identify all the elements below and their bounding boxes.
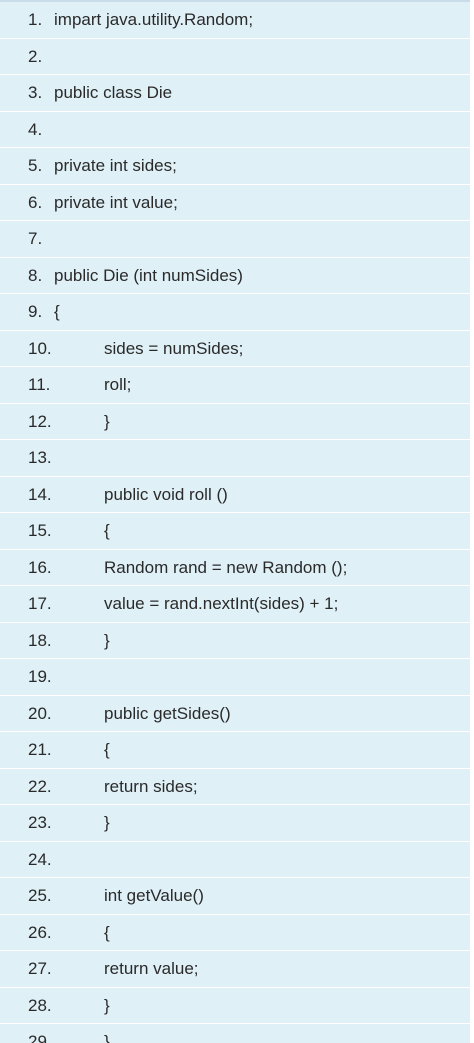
- code-line: 3. public class Die: [0, 75, 470, 112]
- code-line: 5. private int sides;: [0, 148, 470, 185]
- code-line: 20. public getSides(): [0, 696, 470, 732]
- code-text: public void roll (): [104, 484, 228, 504]
- line-number: 24.: [28, 849, 52, 869]
- code-text: Random rand = new Random ();: [104, 557, 348, 577]
- code-line: 7.: [0, 221, 470, 258]
- line-number: 2.: [28, 46, 43, 66]
- code-line: 2.: [0, 39, 470, 75]
- line-number: 18.: [28, 630, 52, 650]
- line-number: 22.: [28, 776, 52, 796]
- code-text: return value;: [104, 959, 199, 978]
- line-number: 1.: [28, 10, 43, 29]
- line-number: 6.: [28, 192, 43, 212]
- code-line: 27. return value;: [0, 951, 470, 988]
- code-line: 19.: [0, 659, 470, 696]
- code-text: {: [104, 521, 110, 540]
- code-line: 9. {: [0, 294, 470, 331]
- code-text: return sides;: [104, 776, 198, 796]
- code-line: 29.}: [0, 1024, 470, 1043]
- line-number: 16.: [28, 557, 52, 577]
- code-text: private int sides;: [54, 156, 177, 175]
- line-number: 19.: [28, 667, 52, 686]
- line-number: 7.: [28, 229, 43, 248]
- line-number: 14.: [28, 484, 52, 504]
- line-number: 15.: [28, 521, 52, 540]
- code-text: value = rand.nextInt(sides) + 1;: [104, 594, 339, 613]
- code-line: 24.: [0, 842, 470, 878]
- line-number: 17.: [28, 594, 52, 613]
- code-line: 14. public void roll (): [0, 477, 470, 513]
- code-line: 13.: [0, 440, 470, 477]
- code-text: }: [104, 1032, 110, 1043]
- line-number: 12.: [28, 411, 52, 431]
- code-line: 21. {: [0, 732, 470, 769]
- code-line: 16. Random rand = new Random ();: [0, 550, 470, 586]
- code-text: public class Die: [54, 83, 173, 102]
- line-number: 20.: [28, 703, 52, 723]
- code-text: }: [104, 630, 110, 650]
- code-line: 28.}: [0, 988, 470, 1024]
- code-line: 18.}: [0, 623, 470, 659]
- code-line: 8. public Die (int numSides): [0, 258, 470, 294]
- line-number: 8.: [28, 265, 43, 285]
- line-number: 26.: [28, 922, 52, 942]
- line-number: 10.: [28, 338, 52, 358]
- line-number: 23.: [28, 813, 52, 832]
- code-line: 10. sides = numSides;: [0, 331, 470, 367]
- code-line: 12.}: [0, 404, 470, 440]
- line-number: 9.: [28, 302, 43, 321]
- line-number: 28.: [28, 995, 52, 1015]
- line-number: 3.: [28, 83, 43, 102]
- code-line: 4.: [0, 112, 470, 148]
- code-text: {: [104, 740, 110, 759]
- line-number: 29.: [28, 1032, 52, 1043]
- code-line: 22. return sides;: [0, 769, 470, 805]
- line-number: 13.: [28, 448, 52, 467]
- line-number: 4.: [28, 119, 43, 139]
- line-number: 11.: [28, 375, 51, 394]
- code-text: impart java.utility.Random;: [54, 10, 254, 29]
- code-text: public getSides(): [104, 703, 231, 723]
- code-text: {: [104, 922, 110, 942]
- code-line: 25. int getValue(): [0, 878, 470, 915]
- line-number: 5.: [28, 156, 43, 175]
- code-line: 15. {: [0, 513, 470, 550]
- line-number: 25.: [28, 886, 52, 905]
- code-line: 1. impart java.utility.Random;: [0, 2, 470, 39]
- code-text: }: [104, 995, 110, 1015]
- code-text: sides = numSides;: [104, 338, 244, 358]
- line-number: 21.: [28, 740, 52, 759]
- code-text: roll;: [104, 375, 132, 394]
- code-line: 26. {: [0, 915, 470, 951]
- code-text: {: [54, 302, 60, 321]
- code-text: public Die (int numSides): [54, 265, 243, 285]
- code-text: int getValue(): [104, 886, 204, 905]
- code-line: 23.}: [0, 805, 470, 842]
- code-line: 6. private int value;: [0, 185, 470, 221]
- line-number: 27.: [28, 959, 52, 978]
- code-line: 11. roll;: [0, 367, 470, 404]
- code-text: private int value;: [54, 192, 178, 212]
- code-text: }: [104, 813, 110, 832]
- code-text: }: [104, 411, 110, 431]
- code-line: 17. value = rand.nextInt(sides) + 1;: [0, 586, 470, 623]
